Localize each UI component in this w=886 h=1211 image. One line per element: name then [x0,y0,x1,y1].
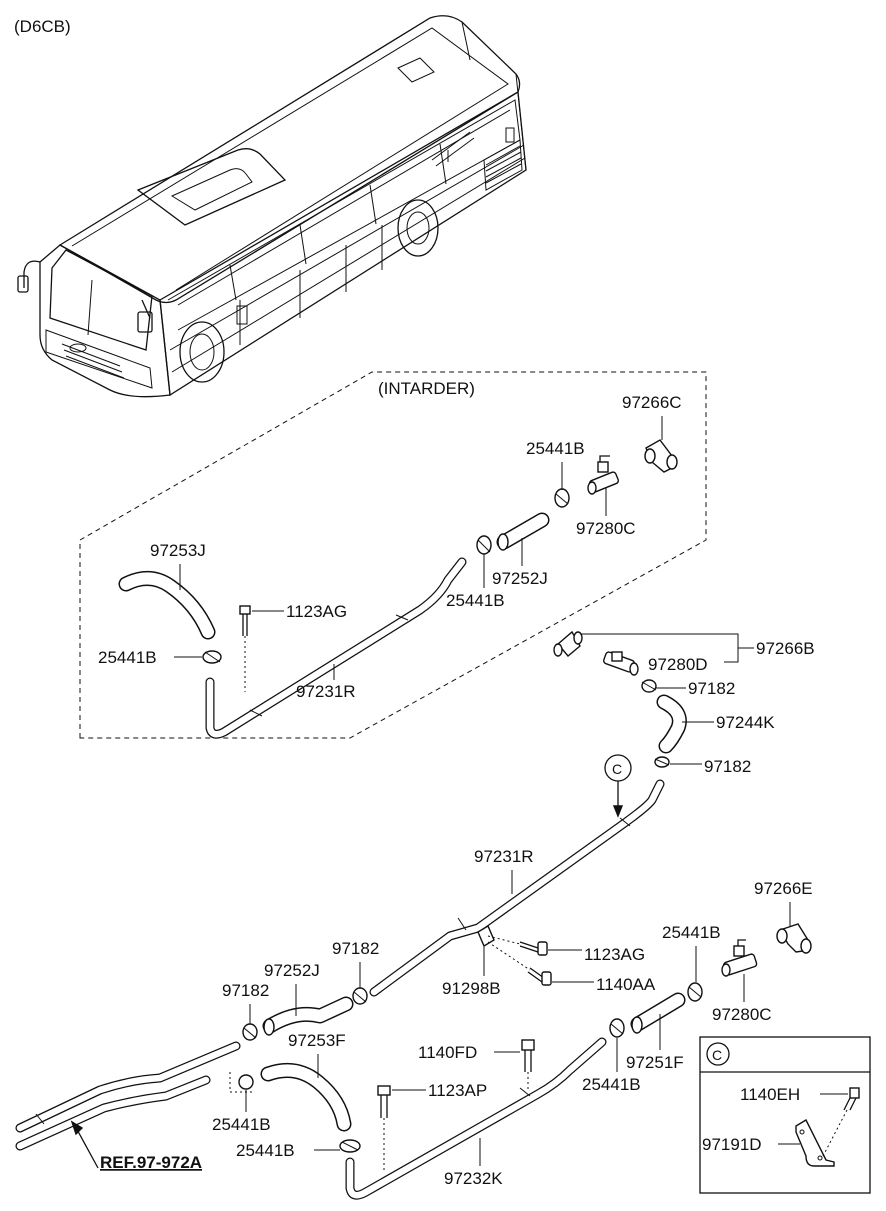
pipe-97231r-intarder [205,557,467,739]
clamp-25441b-bottom [339,1139,361,1153]
bolt-1123ap [377,1085,391,1170]
label-97231r-main: 97231R [474,847,534,866]
valve-97280c-intarder [587,455,620,495]
label-1140fd: 1140FD [418,1043,477,1062]
hose-97252j-lower [262,996,354,1036]
hose-97253j [118,571,216,640]
clamp-97182-lower [654,756,670,768]
label-1123ag-lower: 1123AG [584,945,645,964]
clamp-97182-mid [352,987,368,1005]
label-97253f: 97253F [288,1031,346,1050]
label-97232k: 97232K [444,1169,503,1188]
fitting-97266e [776,923,812,954]
svg-text:C: C [712,1047,722,1063]
hose-97252j-intarder [496,512,550,551]
clamp-97182-upper [641,679,657,693]
label-97182-upper: 97182 [688,679,735,698]
clamp-25441b-middle [476,535,492,555]
bolt-1140aa [487,941,552,986]
label-25441b-left: 25441B [98,648,157,667]
label-97182-lower: 97182 [704,757,751,776]
labels: 97266C 25441B 97280C 97253J 97252J 25441… [98,393,848,1188]
clamp-25441b-right [687,982,703,1002]
fitting-97266c [644,439,678,473]
label-25441b-right: 25441B [662,923,721,942]
callout-c-marker: C [604,754,632,818]
label-25441b-middle: 25441B [446,591,505,610]
hose-97253f [260,1062,352,1132]
ref-label: REF.97-972A [100,1153,202,1172]
label-25441b-ref: 25441B [212,1115,271,1134]
label-97252j-intarder: 97252J [492,569,548,588]
bolt-1140fd [521,1039,535,1090]
label-97244k: 97244K [716,713,775,732]
label-97266c: 97266C [622,393,682,412]
label-97266b: 97266B [756,639,815,658]
label-1123ap: 1123AP [428,1081,487,1100]
pipe-97231r-main [369,779,665,997]
label-1140eh: 1140EH [740,1085,800,1104]
label-97266e: 97266E [754,879,813,898]
label-1140aa: 1140AA [596,975,656,994]
clamp-25441b-left [202,650,222,664]
bolt-1123ag-intarder [239,605,251,692]
label-97280c-intarder: 97280C [576,519,636,538]
svg-text:C: C [612,761,622,777]
clamp-25441b-ref [229,1072,254,1093]
label-97182-left: 97182 [222,981,269,1000]
label-97280d: 97280D [648,655,708,674]
label-97252j-lower: 97252J [264,961,320,980]
label-97191d: 97191D [702,1135,762,1154]
hose-97244k [656,694,687,754]
valve-97280c-lower [721,939,758,977]
pipe-97232k [345,1037,607,1200]
detail-c-box: C [699,1036,871,1194]
clamp-25441b-lower-right [609,1018,625,1038]
label-97253j: 97253J [150,541,206,560]
hose-97251f [630,992,686,1034]
label-25441b-bottom: 25441B [236,1141,295,1160]
intarder-enclosure [79,371,707,739]
fitting-97266b [553,630,583,657]
bolt-1123ag-lower [487,935,548,956]
valve-97280d [602,651,639,676]
label-1123ag-intarder: 1123AG [286,602,347,621]
intarder-label: (INTARDER) [378,379,475,398]
label-25441b-lower-right: 25441B [582,1075,641,1094]
label-97182-mid: 97182 [332,939,379,958]
label-97280c-lower: 97280C [712,1005,772,1024]
label-91298b: 91298B [442,979,501,998]
label-97251f: 97251F [626,1053,684,1072]
variant-label: (D6CB) [14,17,71,36]
bus-illustration [17,15,527,398]
label-97231r-intarder: 97231R [296,682,356,701]
clamp-97182-left [242,1023,258,1041]
bracket-91298b [477,924,495,948]
clamp-25441b-top [554,488,570,508]
ref-pipes [15,1041,241,1169]
label-25441b-top: 25441B [526,439,585,458]
